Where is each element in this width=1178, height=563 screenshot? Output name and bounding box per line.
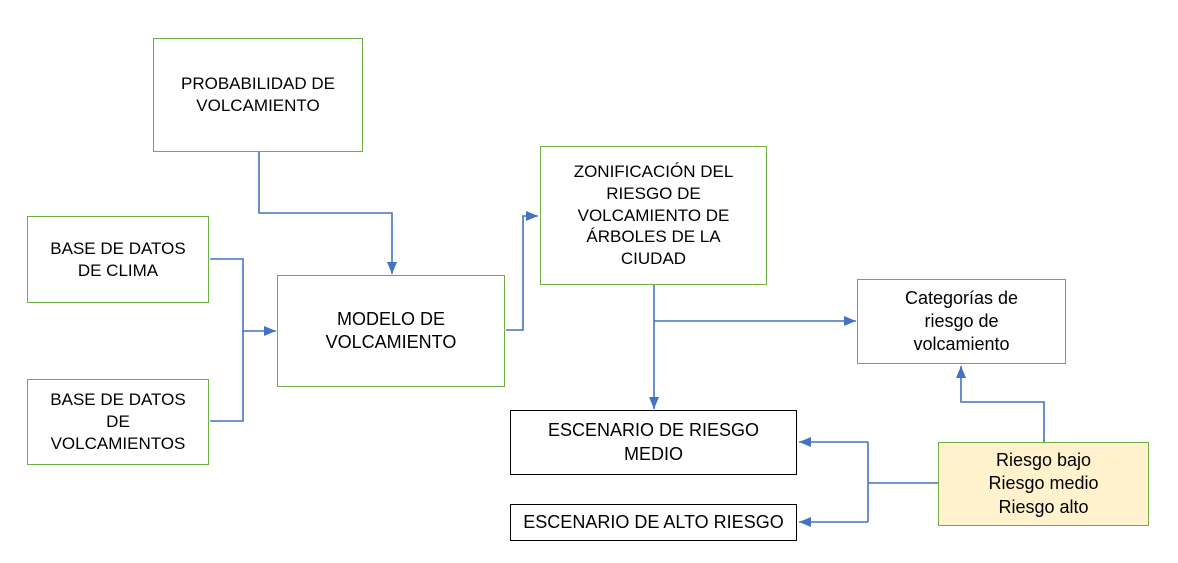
box-probabilidad-label: PROBABILIDAD DE VOLCAMIENTO	[181, 74, 335, 115]
box-categorias-riesgo: Categorías de riesgo de volcamiento	[857, 279, 1066, 364]
box-zonificacion-riesgo-label: ZONIFICACIÓN DEL RIESGO DE VOLCAMIENTO D…	[573, 162, 734, 269]
box-base-datos-clima-label: BASE DE DATOS DE CLIMA	[50, 238, 186, 280]
connector-volcamientos-junction	[210, 331, 244, 422]
box-escenario-alto-riesgo: ESCENARIO DE ALTO RIESGO	[510, 504, 797, 541]
box-modelo-volcamiento: MODELO DE VOLCAMIENTO	[277, 275, 505, 387]
connector-modelo-to-zonificacion	[506, 211, 538, 331]
box-escenario-alto-riesgo-label: ESCENARIO DE ALTO RIESGO	[523, 511, 784, 532]
box-niveles-riesgo: Riesgo bajo Riesgo medio Riesgo alto	[938, 442, 1149, 526]
box-categorias-riesgo-label: Categorías de riesgo de volcamiento	[904, 287, 1019, 355]
box-probabilidad: PROBABILIDAD DE VOLCAMIENTO	[153, 38, 363, 152]
box-zonificacion-riesgo: ZONIFICACIÓN DEL RIESGO DE VOLCAMIENTO D…	[540, 146, 767, 285]
connector-niveles-to-categorias	[956, 366, 1045, 442]
box-escenario-riesgo-medio-label: ESCENARIO DE RIESGO MEDIO	[547, 420, 760, 464]
box-base-datos-volcamientos: BASE DE DATOS DE VOLCAMIENTOS	[27, 379, 209, 465]
box-escenario-riesgo-medio: ESCENARIO DE RIESGO MEDIO	[510, 410, 797, 475]
connector-clima-to-modelo	[210, 258, 276, 336]
box-modelo-volcamiento-label: MODELO DE VOLCAMIENTO	[325, 308, 457, 352]
box-base-datos-clima: BASE DE DATOS DE CLIMA	[27, 216, 209, 303]
connector-probabilidad-to-modelo	[258, 152, 397, 274]
box-base-datos-volcamientos-label: BASE DE DATOS DE VOLCAMIENTOS	[50, 390, 186, 453]
box-niveles-riesgo-label: Riesgo bajo Riesgo medio Riesgo alto	[988, 450, 1099, 517]
